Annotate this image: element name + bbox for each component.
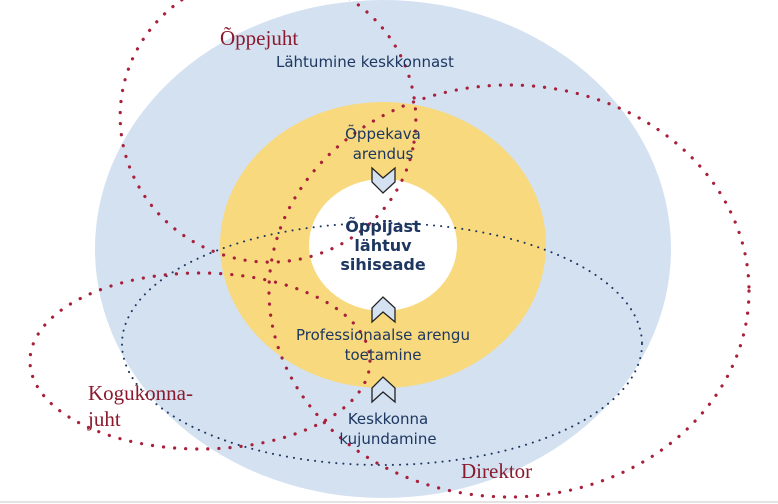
oppejuht-dotted-ellipse: [118, 0, 418, 264]
kogukonnajuht-dotted-ellipse: [28, 271, 372, 451]
bottom-divider: [0, 501, 778, 503]
role-label-oppejuht: Õppejuht: [220, 26, 299, 50]
core-ellipse: [309, 179, 457, 311]
direktor-dotted-ellipse: [267, 83, 751, 499]
environment-design-label: Keskkonna kujundamine: [313, 409, 463, 449]
curriculum-to-core-arrow: [371, 166, 396, 194]
core-layer-label: Õppijast lähtuv sihiseade: [313, 217, 453, 274]
environment-to-professional-arrow: [371, 376, 396, 404]
professional-development-label: Professionaalse arengu toetamine: [263, 325, 503, 365]
environment-design-label-line2: kujundamine: [339, 430, 437, 448]
environment-design-dotted-ellipse: [121, 222, 643, 466]
curriculum-label-line2: arendus: [352, 145, 414, 163]
role-label-direktor: Direktor: [461, 459, 533, 483]
environment-layer-label: Lähtumine keskkonnast: [276, 53, 454, 71]
curriculum-layer-label: Õppekava arendus: [303, 124, 463, 164]
professional-label-line2: toetamine: [344, 346, 422, 364]
core-label-line2: lähtuv: [354, 236, 412, 255]
core-label-line3: sihiseade: [340, 255, 426, 274]
professional-to-core-arrow: [371, 296, 396, 324]
core-label-line1: Õppijast: [345, 217, 421, 236]
environment-design-label-line1: Keskkonna: [347, 410, 429, 428]
curriculum-label-line1: Õppekava: [345, 125, 421, 143]
role-label-kogukonnajuht-line2: juht: [88, 407, 121, 431]
professional-label-line1: Professionaalse arengu: [296, 326, 470, 344]
role-label-kogukonnajuht: Kogukonna-: [88, 381, 193, 405]
